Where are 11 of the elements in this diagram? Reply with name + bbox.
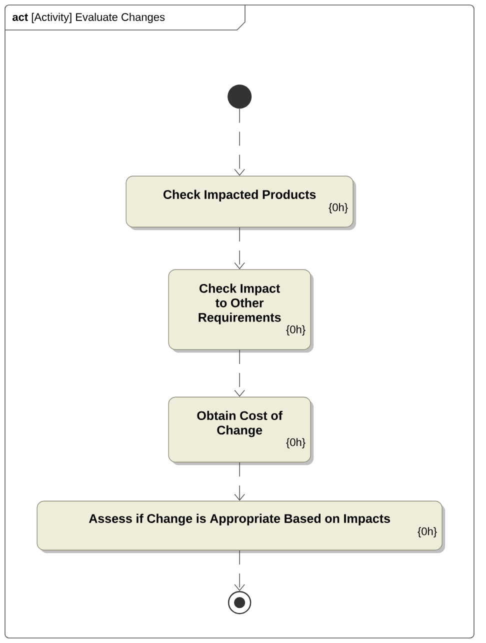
arrow	[234, 350, 245, 397]
arrow	[234, 108, 245, 176]
arrow	[234, 550, 245, 591]
arrow	[234, 462, 245, 501]
arrow	[234, 227, 245, 270]
action-box: Assess if Change is Appropriate Based on Impacts {0h}	[36, 500, 446, 554]
final-node	[228, 591, 252, 614]
initial-node	[228, 84, 252, 109]
action-box: Check Impact to Other Requirements {0h}	[168, 269, 314, 353]
action-box: Obtain Cost of Change {0h}	[168, 396, 314, 466]
action-box: Check Impacted Products {0h}	[126, 176, 356, 230]
